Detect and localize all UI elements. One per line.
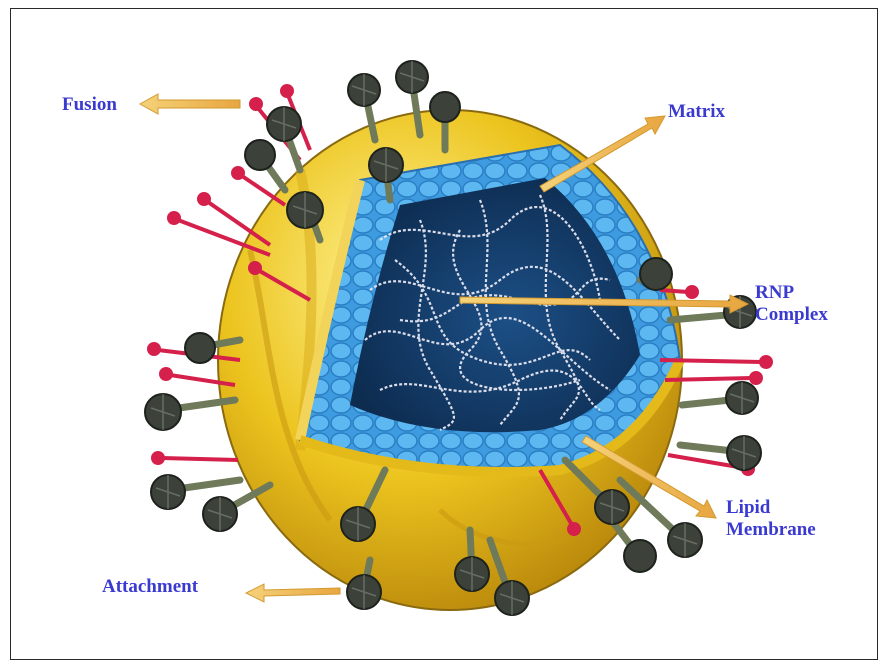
attachment-arrow — [246, 584, 340, 602]
label-rnp-complex: RNP Complex — [755, 282, 828, 326]
label-attachment: Attachment — [102, 576, 198, 598]
label-matrix: Matrix — [668, 101, 725, 123]
label-lipid-membrane: Lipid Membrane — [726, 497, 816, 541]
fusion-arrow — [140, 94, 240, 114]
label-fusion: Fusion — [62, 94, 117, 116]
